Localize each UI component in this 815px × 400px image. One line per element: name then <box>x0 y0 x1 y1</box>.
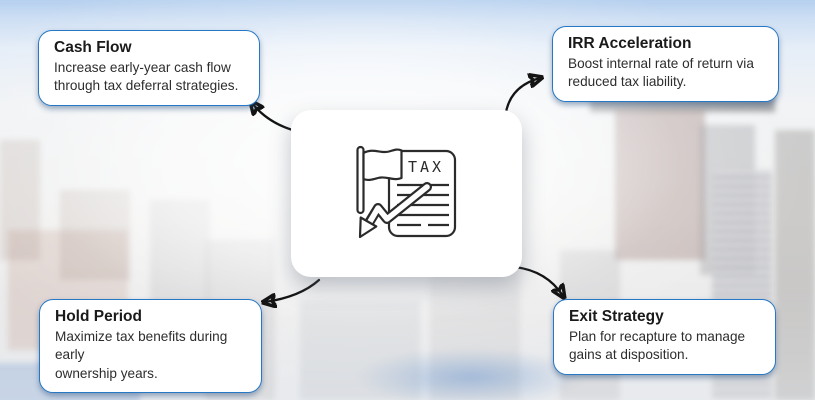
building-shape <box>775 130 815 400</box>
card-cash-flow: Cash Flow Increase early-year cash flow … <box>38 30 260 106</box>
card-title: Exit Strategy <box>569 308 664 325</box>
building-shape <box>615 110 705 260</box>
card-title: IRR Acceleration <box>568 35 692 52</box>
card-exit-strategy: Exit Strategy Plan for recapture to mana… <box>553 299 776 375</box>
center-icon-card: TAX <box>291 110 522 277</box>
description-line: gains at disposition. <box>569 347 689 363</box>
card-description: Maximize tax benefits during early owner… <box>55 328 246 382</box>
card-description: Boost internal rate of return via reduce… <box>568 55 763 91</box>
card-hold-period: Hold Period Maximize tax benefits during… <box>39 299 262 393</box>
card-title: Hold Period <box>55 308 142 325</box>
building-shape <box>0 140 40 260</box>
description-line: ownership years. <box>55 365 158 381</box>
tax-label: TAX <box>407 158 443 176</box>
tax-document-flag-arrow-icon: TAX <box>355 145 456 238</box>
building-shape <box>60 190 130 280</box>
description-line: Plan for recapture to manage <box>569 329 746 345</box>
card-title: Cash Flow <box>54 39 132 56</box>
card-description: Increase early-year cash flow through ta… <box>54 59 244 95</box>
description-line: Boost internal rate of return via <box>568 56 754 72</box>
description-line: Maximize tax benefits during early <box>55 329 228 363</box>
card-irr-acceleration: IRR Acceleration Boost internal rate of … <box>552 26 779 102</box>
water-shape <box>355 348 585 400</box>
description-line: through tax deferral strategies. <box>54 78 239 94</box>
card-description: Plan for recapture to manage gains at di… <box>569 328 760 364</box>
description-line: reduced tax liability. <box>568 74 687 90</box>
description-line: Increase early-year cash flow <box>54 60 231 76</box>
